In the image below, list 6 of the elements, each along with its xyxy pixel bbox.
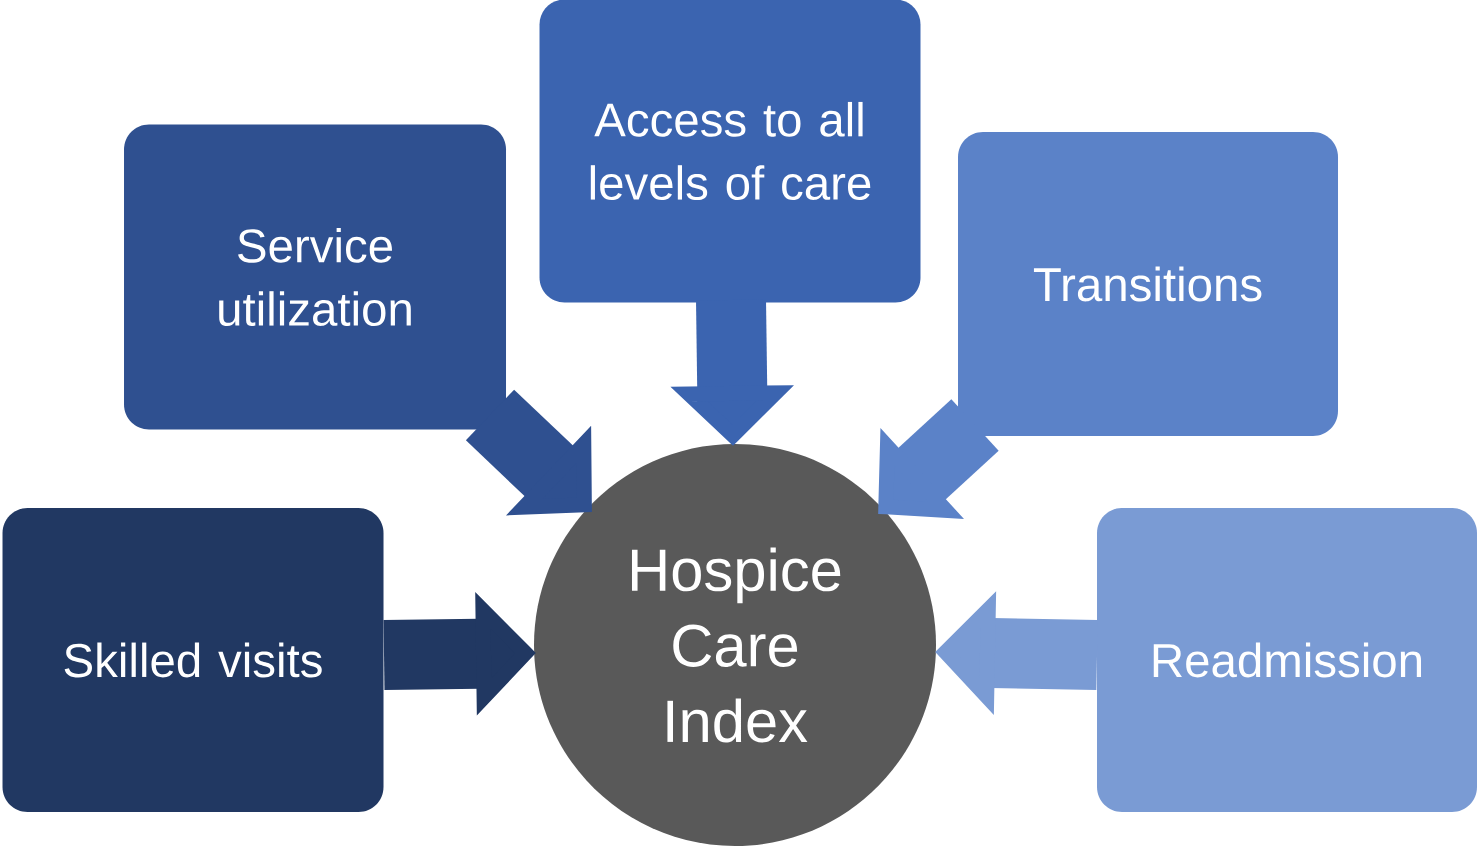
category-box: Access to all levels of care [539, 0, 921, 303]
category-box: Readmission [1097, 508, 1477, 812]
category-box: Transitions [958, 132, 1338, 436]
block-arrow [878, 399, 999, 519]
category-box: Service utilization [124, 124, 506, 430]
category-box: Skilled visits [2, 508, 384, 812]
